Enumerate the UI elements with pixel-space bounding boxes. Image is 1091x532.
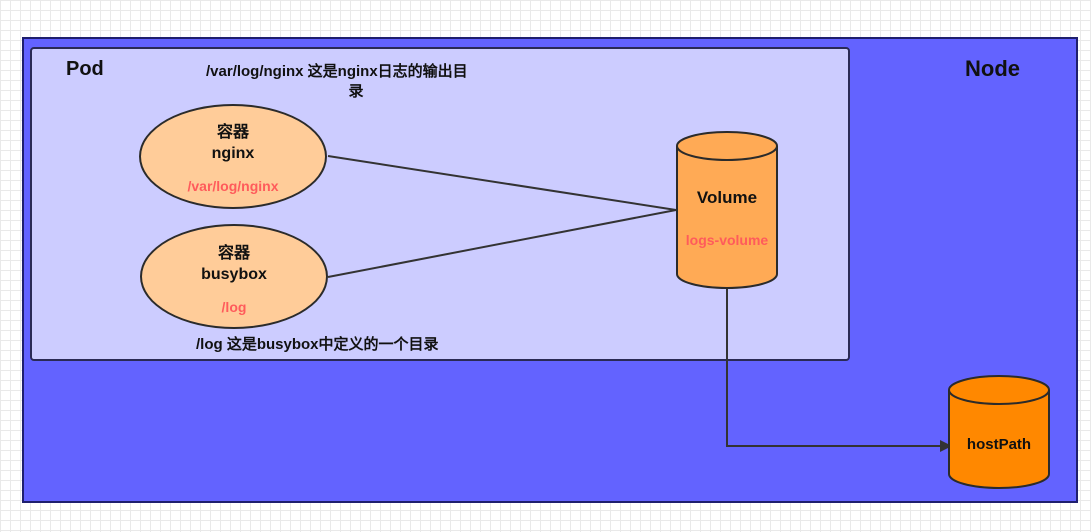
volume-cylinder-body: [676, 146, 778, 289]
volume-cylinder-top: [676, 131, 778, 161]
nginx-log-note-line2: 录: [348, 83, 364, 100]
volume-name: logs-volume: [685, 232, 769, 248]
node-label: Node: [965, 56, 1020, 81]
hostpath-cylinder-top: [948, 375, 1050, 405]
hostpath-label: hostPath: [966, 436, 1032, 453]
container-busybox-title-line1: 容器: [217, 245, 250, 262]
hostpath-cylinder: [948, 375, 1050, 489]
busybox-log-note: /log 这是busybox中定义的一个目录: [196, 336, 439, 353]
connector-nginx-volume: [327, 155, 677, 211]
volume-title: Volume: [696, 188, 758, 207]
connector-volume-hostpath: [726, 288, 952, 452]
container-nginx-title-line1: 容器: [216, 124, 249, 141]
container-busybox: 容器 busybox /log: [140, 224, 328, 329]
container-nginx-path: /var/log/nginx: [187, 178, 279, 194]
container-nginx: 容器 nginx /var/log/nginx: [139, 104, 327, 209]
nginx-log-note-line1: /var/log/nginx 这是nginx日志的输出目: [206, 63, 468, 80]
container-nginx-title-line2: nginx: [211, 145, 255, 162]
volume-cylinder: [676, 131, 778, 289]
pod-label: Pod: [66, 58, 104, 80]
hostpath-cylinder-body: [948, 390, 1050, 489]
container-busybox-title-line2: busybox: [201, 266, 267, 283]
container-busybox-path: /log: [221, 299, 247, 315]
connector-busybox-volume: [327, 209, 677, 278]
nginx-log-note: /var/log/nginx 这是nginx日志的输出目 录: [206, 62, 526, 102]
